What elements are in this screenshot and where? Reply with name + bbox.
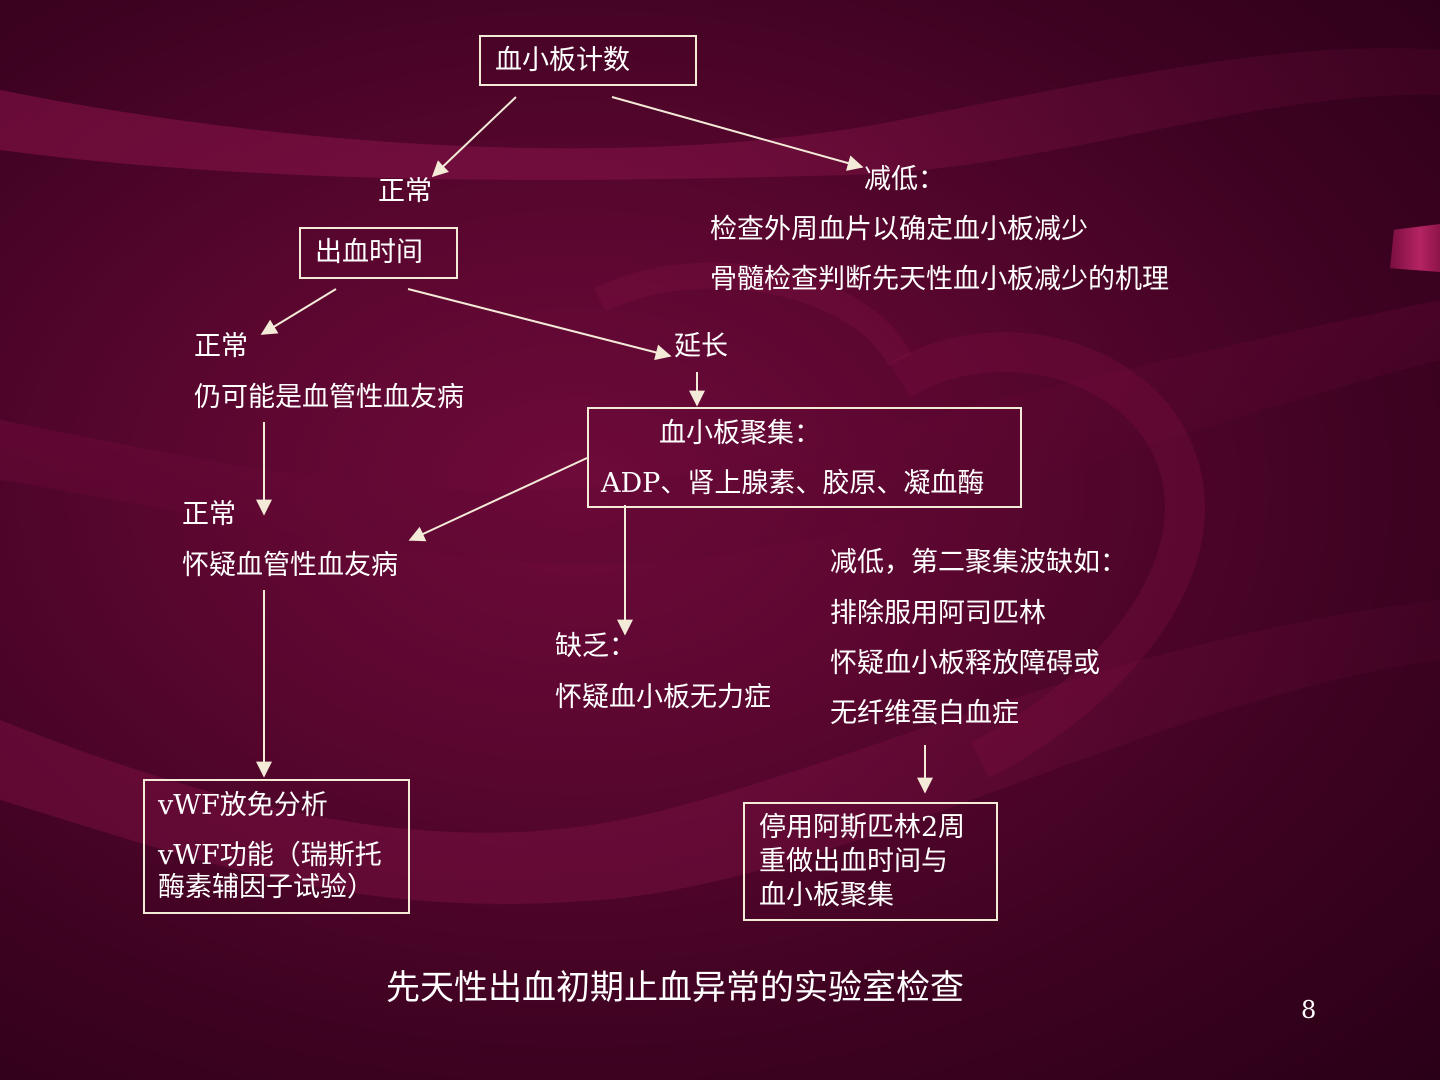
reduced-2-line-1: 排除服用阿司匹林: [830, 598, 1046, 629]
arrow-count-to-normal: [431, 96, 517, 178]
reduced-1-line-1: 检查外周血片以确定血小板减少: [710, 214, 1088, 245]
stop-aspirin-box: 停用阿斯匹林2周 重做出血时间与 血小板聚集: [743, 802, 998, 921]
platelet-count-label: 血小板计数: [495, 45, 630, 76]
stop-line-3: 血小板聚集: [759, 880, 894, 911]
absent-label: 缺乏：: [555, 631, 636, 662]
side-accent-tab: [1390, 224, 1440, 272]
platelet-count-box: 血小板计数: [479, 35, 697, 86]
absent-line: 怀疑血小板无力症: [555, 682, 771, 713]
page-number: 8: [1301, 996, 1317, 1024]
bleeding-time-label: 出血时间: [315, 237, 423, 268]
stop-line-1: 停用阿斯匹林2周: [759, 812, 966, 843]
vwf-test-box: vWF放免分析 vWF功能（瑞斯托 酶素辅因子试验）: [143, 779, 410, 914]
normal-label-3: 正常: [182, 499, 236, 530]
vwf-line-1: vWF放免分析: [158, 790, 328, 821]
slide-title: 先天性出血初期止血异常的实验室检查: [386, 968, 964, 1008]
arrow-bleeding-to-normal: [260, 288, 337, 335]
aggregation-title: 血小板聚集：: [659, 418, 821, 449]
normal-3-line: 怀疑血管性血友病: [182, 550, 398, 581]
stop-line-2: 重做出血时间与: [759, 846, 948, 877]
reduced-1-line-2: 骨髓检查判断先天性血小板减少的机理: [710, 264, 1169, 295]
normal-label-1: 正常: [378, 176, 432, 207]
bleeding-time-box: 出血时间: [299, 227, 458, 279]
normal-label-2: 正常: [194, 331, 248, 362]
reduced-2-line-2: 怀疑血小板释放障碍或: [830, 648, 1100, 679]
vwf-line-3: 酶素辅因子试验）: [158, 872, 374, 903]
normal-2-line: 仍可能是血管性血友病: [194, 382, 464, 413]
reduced-label-2: 减低，第二聚集波缺如：: [830, 547, 1127, 578]
reduced-2-line-3: 无纤维蛋白血症: [830, 698, 1019, 729]
vwf-line-2: vWF功能（瑞斯托: [158, 840, 382, 871]
prolonged-label: 延长: [674, 331, 728, 362]
arrow-bleeding-to-prolonged: [407, 288, 672, 361]
platelet-aggregation-box: 血小板聚集： ADP、肾上腺素、胶原、凝血酶: [587, 407, 1022, 508]
arrow-aggregation-to-normal3: [408, 457, 588, 542]
reduced-label-1: 减低：: [864, 164, 945, 195]
aggregation-agents: ADP、肾上腺素、胶原、凝血酶: [601, 468, 985, 499]
arrow-count-to-reduced: [611, 96, 864, 171]
